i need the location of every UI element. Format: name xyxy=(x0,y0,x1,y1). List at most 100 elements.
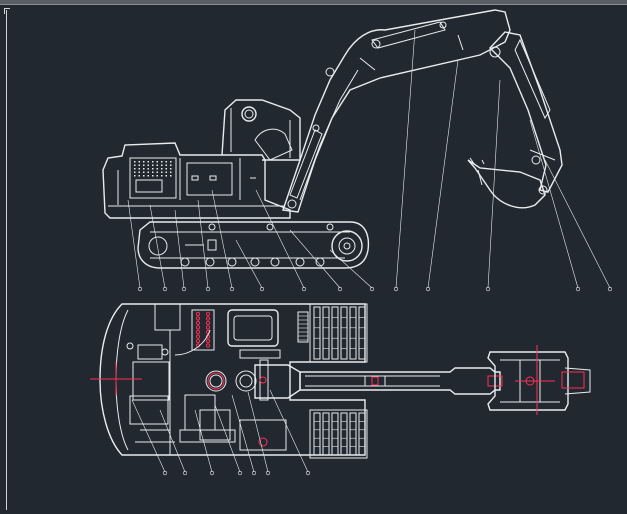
leader-line xyxy=(174,209,185,289)
leader-line xyxy=(197,199,209,289)
track-roller xyxy=(227,257,237,267)
ucs-corner-icon xyxy=(4,8,10,14)
grille-dot xyxy=(138,161,140,163)
leader-balloon xyxy=(181,286,187,292)
grille-dot xyxy=(156,168,158,170)
leader-line xyxy=(211,189,233,289)
grille-dot xyxy=(134,171,136,173)
boom xyxy=(282,9,511,213)
valve-port xyxy=(205,338,211,344)
swing-bearing xyxy=(235,370,257,392)
grille-dot xyxy=(156,161,158,163)
grille-dot xyxy=(152,171,154,173)
leader-balloon xyxy=(251,470,257,476)
grille-dot xyxy=(143,161,145,163)
grille-dot xyxy=(152,161,154,163)
track-roller xyxy=(180,257,190,267)
grille-dot xyxy=(143,175,145,177)
grille-dot xyxy=(143,171,145,173)
leader-line xyxy=(247,391,269,473)
leader-balloon xyxy=(162,286,168,292)
grille-dot xyxy=(156,164,158,166)
grille-dot xyxy=(138,168,140,170)
leader-balloon xyxy=(369,286,375,292)
grille-dot xyxy=(161,164,163,166)
boom-lift-cylinder xyxy=(289,129,323,199)
bucket-top xyxy=(487,351,569,411)
track-shoe-frame xyxy=(309,303,368,363)
boom-top xyxy=(299,367,501,395)
grille-dot xyxy=(161,168,163,170)
grille-dot xyxy=(143,168,145,170)
grille-dot xyxy=(152,175,154,177)
leader-balloon xyxy=(229,286,235,292)
leader-balloon xyxy=(182,470,188,476)
track-shoe xyxy=(358,306,366,360)
side-view xyxy=(102,9,563,269)
leader-line xyxy=(131,399,166,473)
top-view xyxy=(99,303,591,459)
leader-balloon xyxy=(337,286,343,292)
leader-line xyxy=(544,159,611,289)
side-door xyxy=(186,162,233,196)
leader-line xyxy=(289,229,341,289)
grille-dot xyxy=(134,175,136,177)
track-shoe xyxy=(340,306,348,360)
leader-balloon xyxy=(209,470,215,476)
grille-dot xyxy=(165,161,167,163)
grille-dot xyxy=(147,161,149,163)
track-shoe xyxy=(322,306,330,360)
balloon-leaders xyxy=(127,29,613,476)
window-top-edge xyxy=(0,0,627,5)
valve-port xyxy=(205,343,211,348)
grille-dot xyxy=(165,164,167,166)
track-roller xyxy=(250,257,260,267)
grille-dot xyxy=(170,175,172,177)
grille-dot xyxy=(134,164,136,166)
center-marks xyxy=(90,345,555,415)
valve-port xyxy=(195,325,201,330)
grille-dot xyxy=(143,164,145,166)
valve-port xyxy=(205,316,211,321)
leader-balloon xyxy=(137,286,143,292)
leader-line xyxy=(427,59,459,289)
cab-top xyxy=(227,309,279,347)
track-shoe xyxy=(331,306,339,360)
valve-port xyxy=(205,311,211,317)
grille-dot xyxy=(147,171,149,173)
track-shoe xyxy=(313,412,321,456)
grille-dot xyxy=(138,171,140,173)
track-assembly xyxy=(137,221,370,269)
track-roller xyxy=(315,257,325,267)
ucs-axis-line xyxy=(6,10,7,510)
track-shoe xyxy=(340,412,348,456)
leader-line xyxy=(127,199,141,289)
leader-line xyxy=(214,404,241,473)
grille-dot xyxy=(134,168,136,170)
valve-port xyxy=(195,320,201,326)
valve-port xyxy=(195,316,201,321)
grille-dot xyxy=(152,168,154,170)
grille-dot xyxy=(161,171,163,173)
arm xyxy=(489,31,563,193)
valve-port xyxy=(205,325,211,330)
bucket xyxy=(467,159,546,209)
track-shoe xyxy=(322,412,330,456)
valve-port xyxy=(195,334,201,339)
control-valve xyxy=(191,309,215,351)
grille-dot xyxy=(147,175,149,177)
leader-line xyxy=(487,79,501,289)
leader-line xyxy=(231,394,255,473)
track-roller xyxy=(205,257,215,267)
leader-balloon xyxy=(205,286,211,292)
leader-balloon xyxy=(259,286,265,292)
leader-line xyxy=(529,119,579,289)
leader-balloon xyxy=(265,470,271,476)
cab xyxy=(221,99,301,161)
upper-structure-outline xyxy=(99,303,366,456)
leader-line xyxy=(255,189,305,289)
grille-dot xyxy=(134,161,136,163)
grille-dot xyxy=(161,175,163,177)
